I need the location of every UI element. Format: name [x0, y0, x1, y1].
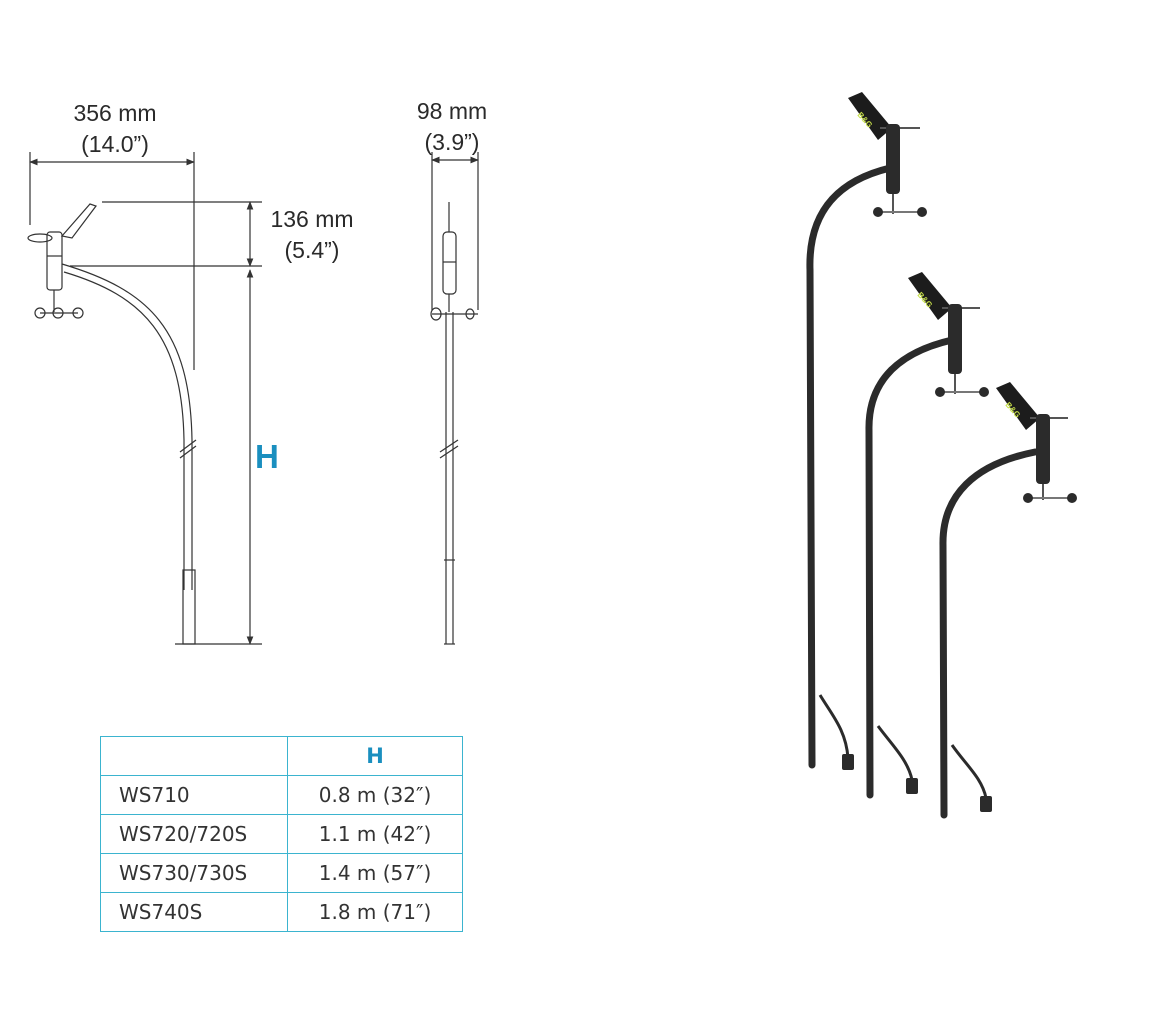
wind-sensor-tall: B&G	[806, 92, 927, 770]
model-cell: WS720/720S	[100, 814, 288, 854]
height-cell: 1.8 m (71″)	[287, 892, 463, 932]
table-header-blank	[100, 736, 288, 776]
model-cell: WS710	[100, 775, 288, 815]
table-row: WS720/720S 1.1 m (42″)	[100, 814, 463, 854]
table-header-h: H	[287, 736, 463, 776]
front-width-label: 98 mm (3.9”)	[400, 96, 504, 158]
front-width-in: (3.9”)	[424, 129, 480, 155]
model-cell: WS740S	[100, 892, 288, 932]
height-marker: H	[255, 438, 279, 475]
side-view-drawing	[27, 152, 262, 645]
height-spec-table: H WS710 0.8 m (32″) WS720/720S 1.1 m (42…	[100, 736, 463, 932]
table-header-row: H	[100, 736, 463, 776]
height-cell: 0.8 m (32″)	[287, 775, 463, 815]
table-row: WS730/730S 1.4 m (57″)	[100, 853, 463, 893]
offset-in: (5.4”)	[284, 237, 340, 263]
front-view-drawing	[430, 152, 479, 645]
wind-sensor-medium: B&G	[865, 272, 989, 799]
height-cell: 1.1 m (42″)	[287, 814, 463, 854]
offset-label: 136 mm (5.4”)	[256, 204, 368, 266]
offset-mm: 136 mm	[270, 206, 354, 232]
side-width-in: (14.0”)	[81, 131, 149, 157]
side-width-label: 356 mm (14.0”)	[50, 98, 180, 160]
side-width-mm: 356 mm	[73, 100, 157, 126]
table-row: WS740S 1.8 m (71″)	[100, 892, 463, 932]
model-cell: WS730/730S	[100, 853, 288, 893]
front-width-mm: 98 mm	[416, 98, 488, 124]
wind-sensor-short: B&G	[939, 382, 1077, 819]
table-row: WS710 0.8 m (32″)	[100, 775, 463, 815]
